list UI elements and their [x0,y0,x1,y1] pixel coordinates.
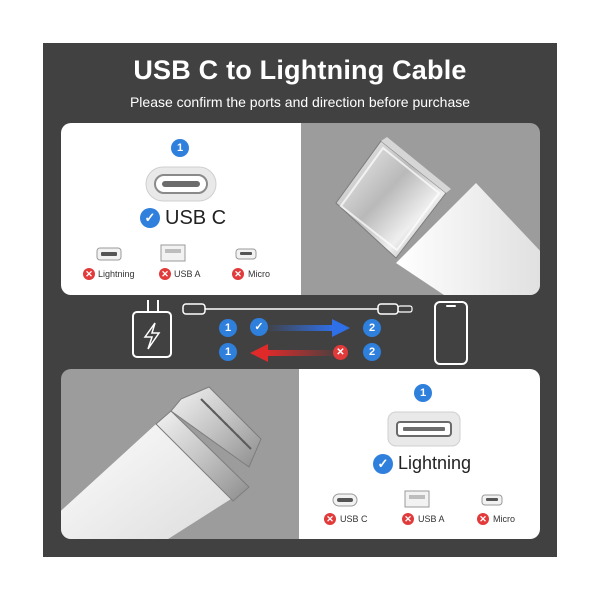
direction-start-badge: 1 [219,343,237,361]
usb-a-port-icon [404,490,430,508]
port-label-micro: Micro [493,514,515,524]
usb-a-port-icon [160,244,186,262]
x-icon: ✕ [333,345,348,360]
reverse-arrow [250,344,336,362]
port-label-usb-a: USB A [174,269,201,279]
x-icon: ✕ [402,513,414,525]
direction-end-badge: 2 [363,319,381,337]
lightning-connector-image [61,386,262,539]
direction-start-badge: 1 [219,319,237,337]
page-subtitle: Please confirm the ports and direction b… [129,94,471,110]
lightning-port-panel: 1 ✓ Lightning ✕ USB C ✕ USB A ✕ Micro [299,369,540,539]
x-icon: ✕ [324,513,336,525]
step-number-badge: 1 [171,139,189,157]
cable-illustration [182,303,413,315]
usb-c-connector-image [335,137,540,295]
port-label-micro: Micro [248,269,270,279]
micro-port-icon [481,494,503,506]
page-title: USB C to Lightning Cable [133,55,467,85]
direction-end-badge: 2 [363,343,381,361]
port-label-lightning: Lightning [98,269,135,279]
forward-arrow [268,319,350,337]
x-icon: ✕ [83,268,95,280]
micro-port-icon [235,248,257,260]
x-icon: ✕ [477,513,489,525]
usb-c-port-panel: 1 ✓ USB C ✕ Lightning ✕ USB A ✕ Micro [61,123,301,295]
x-icon: ✕ [159,268,171,280]
charger-icon [132,300,172,358]
check-icon: ✓ [373,454,393,474]
port-label-usb-c: USB C [340,514,368,524]
check-icon: ✓ [250,318,268,336]
usb-c-port-icon [332,493,358,507]
selected-port-label: Lightning [398,453,472,473]
usb-c-port-icon [145,166,217,202]
usb-c-plug-photo [301,123,540,295]
lightning-plug-photo [61,369,299,539]
port-label-usb-a: USB A [418,514,445,524]
x-icon: ✕ [232,268,244,280]
lightning-port-icon [96,247,122,261]
phone-icon [434,301,468,365]
step-number-badge: 1 [414,384,432,402]
lightning-port-icon [387,411,461,447]
check-icon: ✓ [140,208,160,228]
selected-port-label: USB C [165,207,227,229]
